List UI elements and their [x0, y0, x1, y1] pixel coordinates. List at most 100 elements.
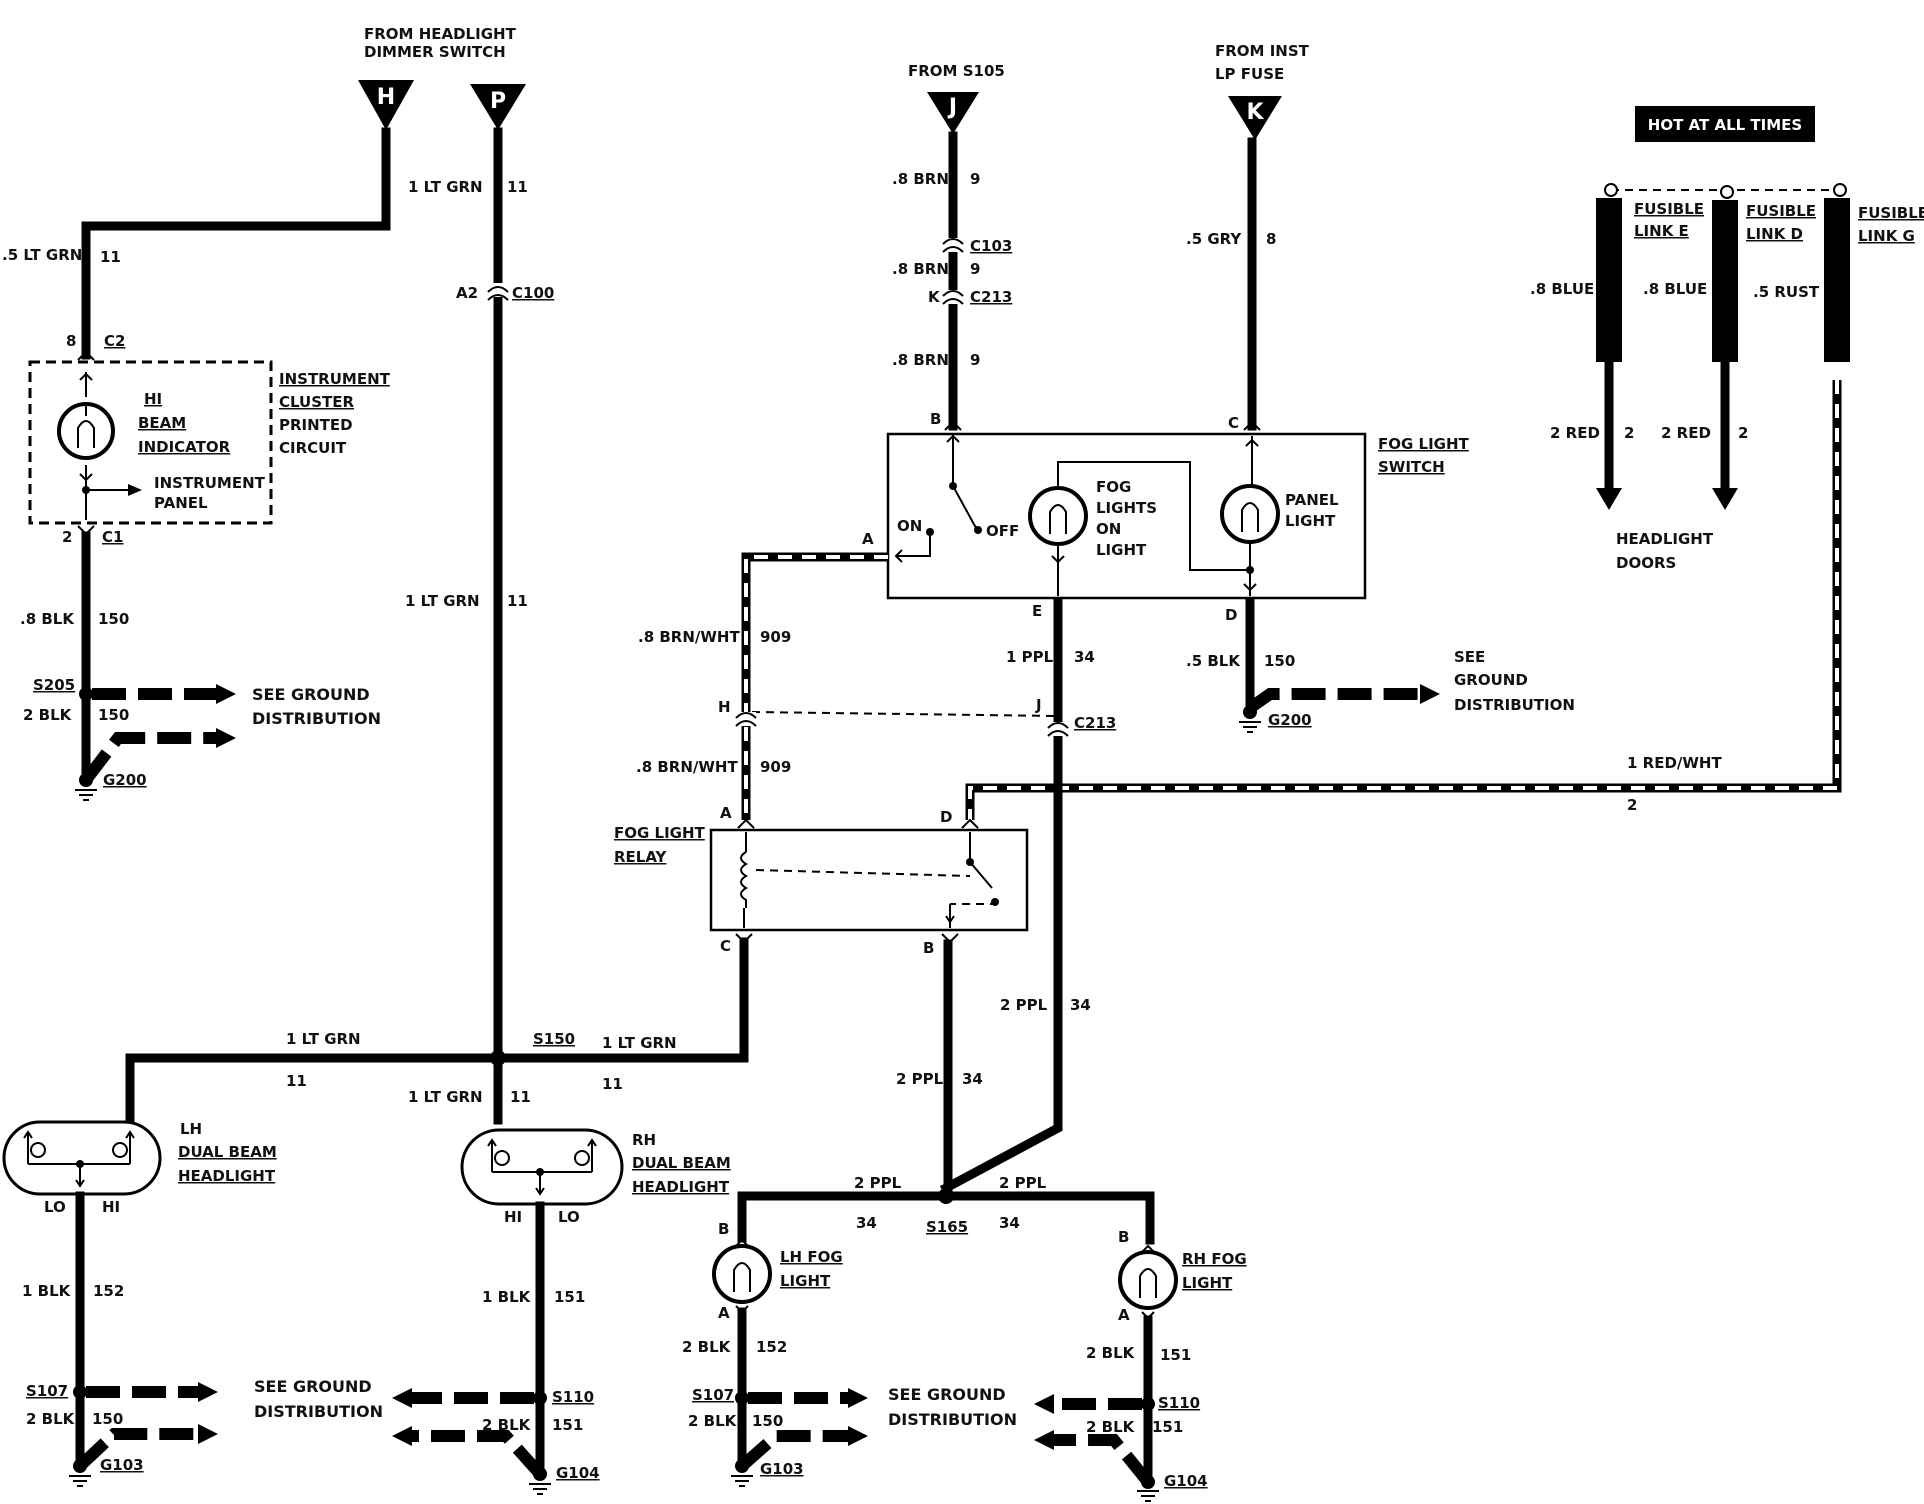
splice-s110-right	[1141, 1397, 1155, 1411]
splice-s107-right	[735, 1391, 749, 1405]
lh-headlamp-label-1: LH	[180, 1120, 202, 1138]
fog-switch-pin-d: D	[1225, 606, 1237, 624]
fusible-e-wire: .8 BLUE	[1530, 280, 1594, 298]
lh-headlamp-hi: HI	[102, 1198, 120, 1216]
ic-label-4: CIRCUIT	[279, 439, 347, 457]
see-ground-d-2: DISTRIBUTION	[888, 1410, 1017, 1429]
rh-headlamp-g-circuit: 151	[552, 1416, 583, 1434]
ic-panel-arrow	[128, 484, 142, 496]
see-ground-a-2: DISTRIBUTION	[252, 709, 381, 728]
ground-dist-a2	[81, 732, 216, 784]
see-ground-b-2: GROUND	[1454, 671, 1528, 689]
fog-switch-pin-b: B	[930, 410, 941, 428]
p-top-circuit: 11	[507, 178, 528, 196]
arrow-headlight-doors-2	[1712, 488, 1738, 510]
fusible-d-out-wire: 2 RED	[1661, 424, 1711, 442]
see-ground-c-2: DISTRIBUTION	[254, 1402, 383, 1421]
lh-fog-g-circuit: 150	[752, 1412, 783, 1430]
ground-g104-left-symbol	[528, 1483, 552, 1495]
g103-left-label: G103	[100, 1456, 144, 1474]
fog-switch-b-arrow	[946, 434, 960, 443]
s150-down-circuit: 11	[510, 1088, 531, 1106]
h-out-gauge: .5 LT GRN	[2, 246, 82, 264]
fog-lamp-label-2: LIGHTS	[1096, 499, 1157, 517]
g104-left-label: G104	[556, 1464, 600, 1482]
splice-s165	[938, 1188, 954, 1204]
panel-lamp-label-1: PANEL	[1285, 491, 1339, 509]
fusible-d-label-1: FUSIBLE	[1746, 202, 1816, 220]
ground-dist-lh2-arrow	[198, 1424, 218, 1444]
source-p-letter: P	[490, 89, 506, 114]
k1-gauge: .5 GRY	[1186, 230, 1242, 248]
fog-switch-label-1: FOG LIGHT	[1378, 435, 1470, 453]
ground-g200-right-symbol	[1238, 721, 1262, 733]
red-wht-gauge: 1 RED/WHT	[1627, 754, 1722, 772]
fog-relay-b-internal	[945, 904, 955, 928]
ground-g103-left-node	[73, 1459, 87, 1473]
hot-banner-text: HOT AT ALL TIMES	[1648, 116, 1802, 134]
ic-gnd-gauge: .8 BLK	[20, 610, 75, 628]
fog-relay-pin-c: C	[720, 937, 731, 955]
s205-label: S205	[33, 676, 75, 694]
lh-fog-pin-b: B	[718, 1220, 729, 1238]
j1-gauge: .8 BRN	[892, 170, 949, 188]
panel-light-lamp	[1220, 484, 1280, 544]
fusible-link-e	[1596, 198, 1622, 362]
sw-a2-circuit: 909	[760, 758, 791, 776]
rh-fog-g-circuit: 151	[1152, 1418, 1183, 1436]
fog-switch-e-internal	[1051, 544, 1065, 596]
source-j-triangle: J	[927, 92, 979, 134]
rh-fog-filament	[1139, 1268, 1157, 1298]
s165-left-circuit: 34	[856, 1214, 877, 1232]
fog-relay-contact-dash	[950, 900, 995, 905]
conn-c100-mark	[487, 286, 509, 301]
fusible-d-label-2: LINK D	[1746, 225, 1803, 243]
fusible-g-label-2: LINK G	[1858, 227, 1915, 245]
rh-headlamp	[460, 1128, 624, 1206]
ground-dist-rhfog1-arrow	[1034, 1394, 1054, 1414]
ic-indicator-3: INDICATOR	[138, 438, 231, 456]
fog-relay-pin-a: A	[720, 804, 732, 822]
lh-fog-circuit: 152	[756, 1338, 787, 1356]
headlight-doors-1: HEADLIGHT	[1616, 530, 1714, 548]
rh-headlamp-label-3: HEADLIGHT	[632, 1178, 730, 1196]
sw-a1-circuit: 909	[760, 628, 791, 646]
red-wht-circuit: 2	[1627, 796, 1637, 814]
wire-h-to-cluster	[81, 127, 391, 360]
c213a-conn: C213	[970, 288, 1012, 306]
instrument-cluster-box	[28, 360, 273, 525]
lh-headlamp-g-gauge: 2 BLK	[26, 1410, 76, 1428]
fog-switch-box	[886, 432, 1367, 600]
lh-fog-label-1: LH FOG	[780, 1248, 843, 1266]
ground-g103-right-symbol	[730, 1475, 754, 1487]
fog-switch-b-mark	[944, 420, 962, 431]
s165-right-circuit: 34	[999, 1214, 1020, 1232]
ground-g200-left-symbol	[74, 789, 98, 801]
fog-lamp-label-1: FOG	[1096, 478, 1131, 496]
source-h-caption-2: DIMMER SWITCH	[364, 43, 506, 61]
conn-c213b-dashed	[751, 711, 1059, 717]
c213a-pin: K	[928, 288, 941, 306]
fog-switch-off-contact	[974, 526, 982, 534]
c213b-conn: C213	[1074, 714, 1116, 732]
fusible-d-out-circuit: 2	[1738, 424, 1748, 442]
fog-relay-coil-leads	[743, 832, 747, 928]
lh-fog-gauge: 2 BLK	[682, 1338, 732, 1356]
j3-circuit: 9	[970, 351, 980, 369]
p-top-gauge: 1 LT GRN	[408, 178, 483, 196]
fog-switch-blade	[952, 485, 977, 529]
j2-circuit: 9	[970, 260, 980, 278]
s150-label: S150	[533, 1030, 575, 1048]
j1-circuit: 9	[970, 170, 980, 188]
p-mid-gauge: 1 LT GRN	[405, 592, 480, 610]
fog-relay-top-marks	[737, 818, 979, 829]
fusible-e-out-circuit: 2	[1624, 424, 1634, 442]
source-k-triangle: K	[1228, 96, 1282, 140]
ground-g200-left-node	[79, 773, 93, 787]
lh-headlamp-label-3: HEADLIGHT	[178, 1167, 276, 1185]
rh-fog-pin-a: A	[1118, 1306, 1130, 1324]
fog-lamp-label-4: LIGHT	[1096, 541, 1147, 559]
j3-gauge: .8 BRN	[892, 351, 949, 369]
rh-fog-label-1: RH FOG	[1182, 1250, 1247, 1268]
